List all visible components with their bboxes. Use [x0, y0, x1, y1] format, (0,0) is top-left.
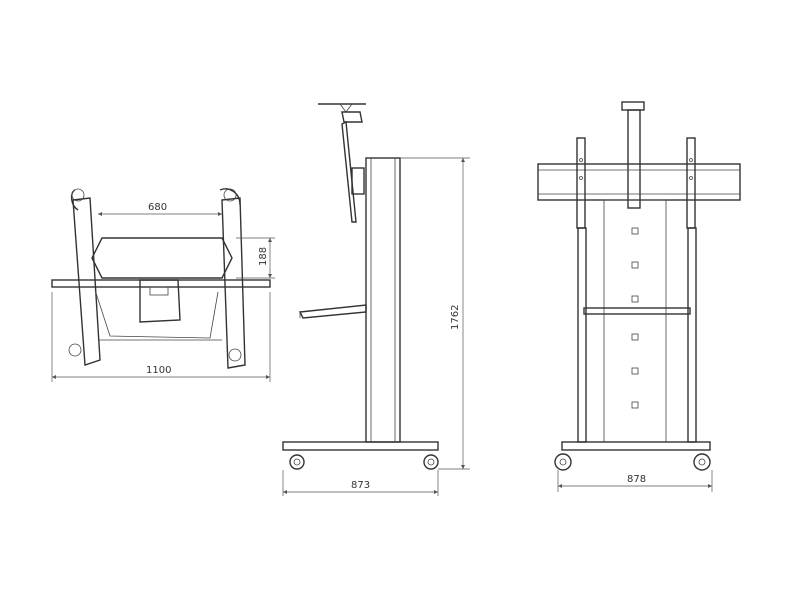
- dim-1100-label: 1100: [146, 365, 171, 376]
- dim-1762-label: 1762: [450, 305, 461, 330]
- front-vesa-arm-left: [576, 137, 586, 229]
- front-column-right: [687, 227, 697, 443]
- side-shelf: [298, 304, 367, 319]
- front-wheel-left: [554, 453, 572, 471]
- top-right-leg: [221, 197, 246, 369]
- top-mount-plate: [91, 237, 233, 279]
- top-center-bracket: [139, 279, 181, 323]
- top-left-leg: [72, 197, 101, 366]
- front-shelf: [583, 307, 691, 315]
- dim-680-label: 680: [148, 202, 167, 213]
- side-clamp: [351, 167, 365, 195]
- side-tilt-arm: [341, 120, 357, 223]
- side-base: [282, 441, 439, 451]
- dim-188-label: 188: [258, 247, 269, 266]
- top-view: 680 188 1100: [51, 188, 275, 382]
- front-back-panel: [603, 199, 667, 443]
- dim-873-label: 873: [351, 480, 370, 491]
- front-wheel-right: [693, 453, 711, 471]
- dim-878-label: 878: [627, 474, 646, 485]
- side-wheel-left: [289, 454, 305, 470]
- front-center-tube: [627, 109, 641, 209]
- front-column-left: [577, 227, 587, 443]
- front-vesa-arm-right: [686, 137, 696, 229]
- front-view: 878: [537, 101, 741, 492]
- side-view: 1762 873: [282, 103, 470, 496]
- front-mount-frame: [537, 163, 741, 201]
- side-wheel-right: [423, 454, 439, 470]
- top-crossbar: [51, 279, 271, 288]
- front-base: [561, 441, 711, 451]
